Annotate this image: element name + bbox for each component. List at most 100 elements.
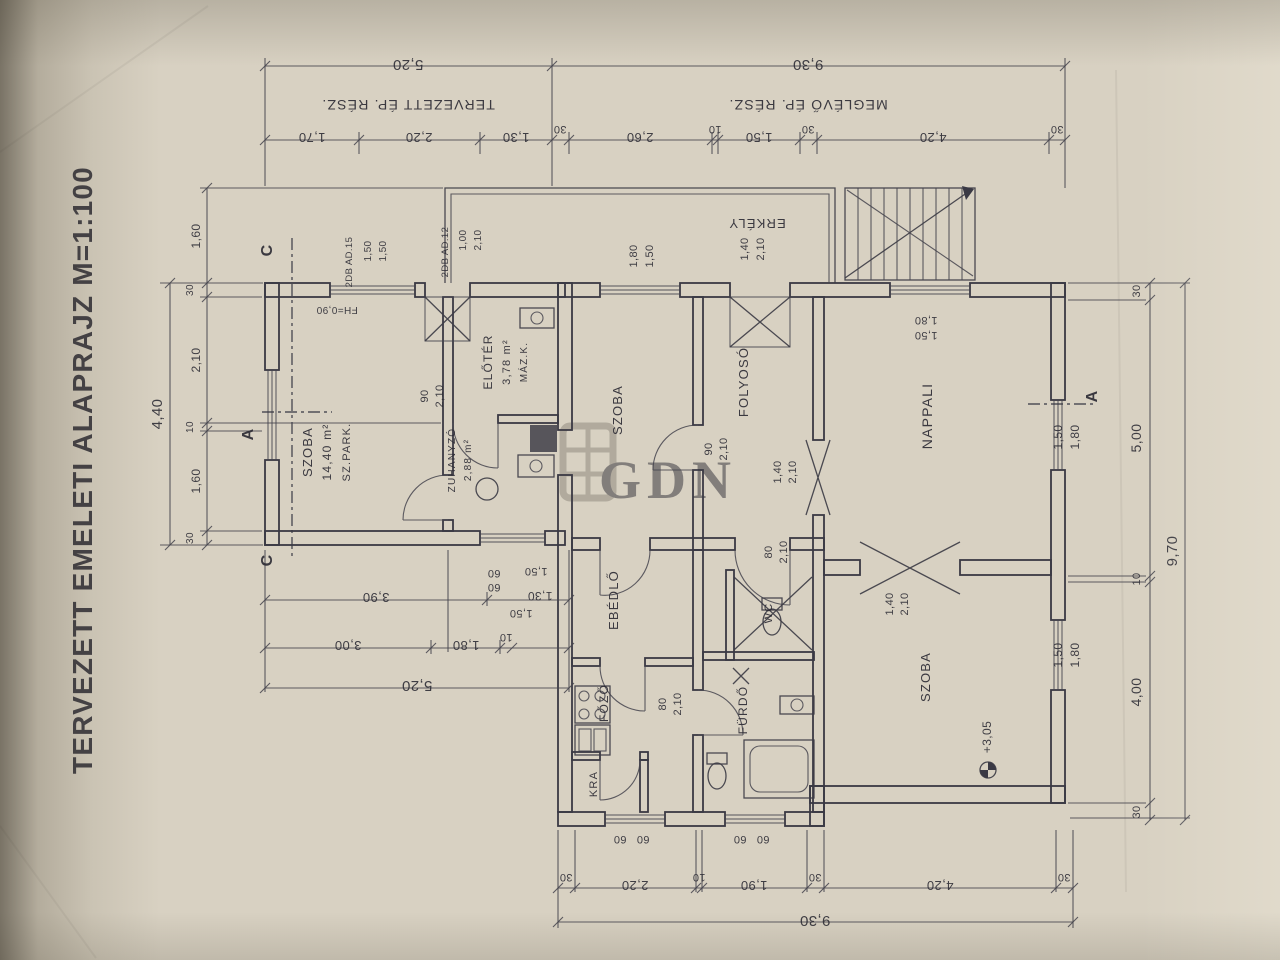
- dim-label: 30: [1050, 123, 1063, 135]
- room-label-szoba3: SZOBA: [918, 652, 933, 702]
- dim-label: 3,00: [335, 638, 362, 653]
- dim-label: 10: [1131, 572, 1143, 585]
- dim-label: 4,40: [149, 399, 166, 430]
- watermark: GDN: [559, 422, 737, 510]
- dim-label: 2,10: [778, 540, 790, 563]
- level-marker: [979, 761, 997, 779]
- section-mark-c-top: C: [259, 244, 276, 257]
- washbasin: [519, 307, 555, 329]
- dim-label: 4,20: [927, 878, 954, 893]
- room-label-kamra: KRA: [588, 771, 600, 797]
- dim-label: 90: [703, 442, 715, 455]
- shower-fixture: [475, 477, 499, 501]
- dim-label: 30: [801, 123, 814, 135]
- dim-label: 1,90: [741, 878, 768, 893]
- dim-label: 4,00: [1128, 678, 1144, 707]
- part-label-planned: TERVEZETT ÉP. RÉSZ.: [321, 97, 495, 113]
- dim-label: 10: [692, 871, 705, 883]
- dim-label: 2,10: [718, 437, 730, 460]
- dim-label: 1,80: [914, 314, 937, 326]
- room-floor-szoba1: SZ.PARK.: [341, 423, 353, 482]
- dim-label: 30: [185, 284, 196, 296]
- room-label-ebedlo: EBÉDLŐ: [606, 570, 621, 630]
- room-label-folyoso: FOLYOSÓ: [736, 347, 751, 417]
- dim-label: 4,20: [920, 130, 947, 145]
- dim-label: 90: [419, 389, 431, 402]
- room-label-szoba2: SZOBA: [610, 385, 625, 435]
- dim-label: 2,20: [622, 878, 649, 893]
- dim-label: 30: [553, 123, 566, 135]
- dim-label: 1,50: [914, 329, 937, 341]
- dim-label: 1,50: [363, 240, 374, 261]
- dim-label: 1,40: [772, 460, 784, 483]
- dim-label: 2,10: [189, 348, 203, 373]
- dim-label: 60: [733, 833, 746, 845]
- dim-label: 1,80: [628, 244, 640, 267]
- dim-label: 1,60: [189, 469, 203, 494]
- dim-label: 1,00: [458, 229, 469, 250]
- dim-label: 1,40: [884, 592, 896, 615]
- room-area-zuhanyzo: 2,88 m²: [463, 439, 474, 481]
- dim-label: 1,50: [1051, 425, 1065, 450]
- dim-label: 1,70: [299, 130, 326, 145]
- room-label-eloter: ELŐTÉR: [480, 334, 495, 389]
- dim-label: 1,80: [453, 638, 480, 653]
- room-label-zuhanyzo: ZUHANYZÓ: [445, 428, 458, 493]
- dim-label: 9,30: [793, 56, 824, 73]
- radiator-note: 2DB AD.12: [440, 227, 451, 278]
- radiator-note: 2DB AD.15: [344, 237, 355, 288]
- wall-segments: [264, 282, 1066, 827]
- dim-label: 60: [756, 833, 769, 845]
- dim-label: 1,50: [1051, 643, 1065, 668]
- section-mark-a-right: A: [1084, 390, 1101, 403]
- dim-label: 1,40: [739, 237, 751, 260]
- room-area-szoba1: 14,40 m²: [320, 424, 334, 481]
- dim-label: 60: [487, 581, 500, 593]
- dim-label: 30: [1131, 284, 1143, 297]
- dim-label: 1,50: [509, 607, 532, 619]
- dim-label: 1,50: [746, 130, 773, 145]
- room-label-erkely: ERKÉLY: [728, 216, 786, 231]
- room-label-wc: WC: [763, 603, 775, 624]
- balcony-outline: [444, 187, 836, 283]
- dim-label: 1,50: [644, 244, 656, 267]
- dim-label: 80: [763, 545, 775, 558]
- stairs: [844, 186, 976, 281]
- room-label-furdo: FÜRDŐ: [735, 686, 750, 735]
- part-label-existing: MEGLÉVŐ ÉP. RÉSZ.: [728, 97, 887, 113]
- room-label-nappali: NAPPALI: [919, 383, 935, 450]
- bathtub: [743, 739, 815, 799]
- dim-label: 60: [613, 833, 626, 845]
- dim-label: 5,20: [402, 677, 433, 694]
- drawing-title: TERVEZETT EMELETI ALAPRAJZ M=1:100: [67, 166, 98, 774]
- room-floor-eloter: MÁZ.K.: [517, 342, 530, 383]
- dim-label: 2,20: [406, 130, 433, 145]
- dim-label: 1,60: [189, 224, 203, 249]
- washbasin: [517, 454, 555, 478]
- dim-label: 1,80: [1068, 643, 1082, 668]
- dim-label: 2,10: [787, 460, 799, 483]
- dim-label: 10: [185, 421, 196, 433]
- dim-label: 1,30: [528, 589, 553, 603]
- parapet-note: FH=0,90: [316, 304, 357, 315]
- dim-label: 2,10: [755, 237, 767, 260]
- dim-label: 30: [808, 871, 821, 883]
- dim-label: 60: [487, 567, 500, 579]
- dim-label: 30: [1131, 805, 1143, 818]
- dim-label: 60: [636, 833, 649, 845]
- dim-label: 1,30: [503, 130, 530, 145]
- watermark-text: GDN: [599, 450, 737, 510]
- room-label-szoba1: SZOBA: [300, 427, 315, 477]
- dim-label: 30: [185, 532, 196, 544]
- section-mark-a-left: A: [240, 428, 257, 441]
- dim-label: 2,60: [627, 130, 654, 145]
- dim-label: 9,70: [1164, 536, 1181, 567]
- dim-label: 1,50: [524, 565, 547, 577]
- dim-label: 2,10: [473, 229, 484, 250]
- level-label: +3,05: [980, 721, 994, 753]
- dim-label: 1,50: [378, 240, 389, 261]
- dim-label: 5,00: [1128, 424, 1144, 453]
- dim-label: 1,80: [1068, 425, 1082, 450]
- dim-label: 80: [657, 697, 669, 710]
- dim-label: 2,10: [434, 384, 446, 407]
